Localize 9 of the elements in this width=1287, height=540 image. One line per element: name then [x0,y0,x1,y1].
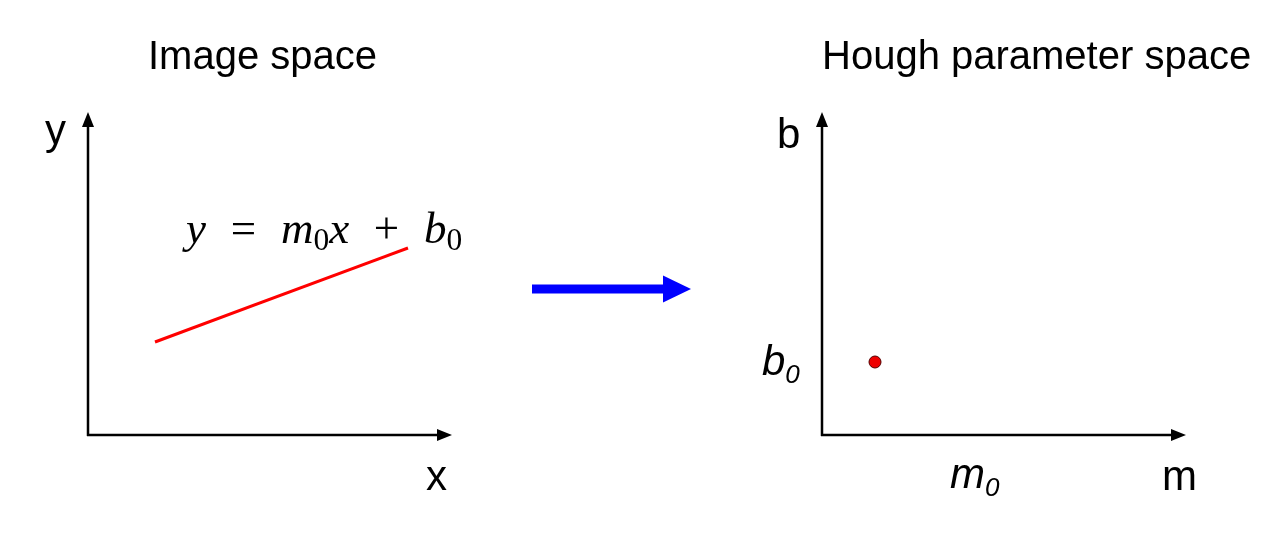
panel-title: Image space [148,32,378,78]
slope-label: m$_{0}$ [950,451,1000,497]
panel-title: Hough parameter space [822,32,1252,78]
axis-label: m [1162,453,1197,499]
axis-label: y [45,107,66,153]
intercept-label: b$_{0}$ [762,338,800,384]
axis-label: b [777,111,801,157]
axis-label: x [426,453,447,499]
arrow [532,275,691,303]
